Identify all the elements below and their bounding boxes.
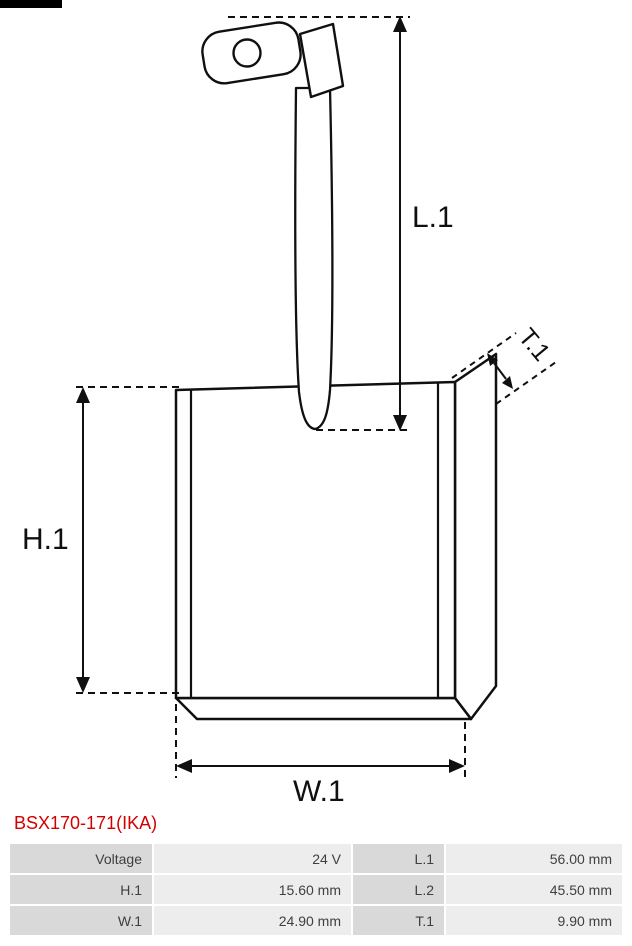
spec-value: 45.50 mm <box>446 875 622 904</box>
arrowhead-upleft <box>487 353 498 366</box>
technical-drawing: L.1 H.1 W.1 T.1 <box>22 16 557 808</box>
spec-row-voltage: Voltage 24 V L.1 56.00 mm <box>10 844 622 873</box>
arrowhead-left <box>176 759 192 773</box>
spec-value: 9.90 mm <box>446 906 622 935</box>
spec-label: L.2 <box>353 875 444 904</box>
spec-row-h1: H.1 15.60 mm L.2 45.50 mm <box>10 875 622 904</box>
spec-value: 24.90 mm <box>154 906 351 935</box>
spec-row-w1: W.1 24.90 mm T.1 9.90 mm <box>10 906 622 935</box>
brush-front-face <box>174 380 457 700</box>
spec-label: H.1 <box>10 875 152 904</box>
dim-thickness-ext-2 <box>495 361 557 405</box>
dim-label-length: L.1 <box>412 201 454 234</box>
brush-side-face <box>453 352 498 721</box>
brush-bottom-bevel <box>174 696 473 721</box>
cropped-logo-artifact <box>0 0 62 8</box>
lead-wire <box>294 86 334 431</box>
dim-thickness <box>451 332 557 405</box>
arrowhead-up <box>76 387 90 403</box>
dim-label-width: W.1 <box>293 775 345 808</box>
arrowhead-down <box>76 677 90 693</box>
spec-value: 56.00 mm <box>446 844 622 873</box>
terminal-crimp <box>298 22 345 99</box>
spec-value: 15.60 mm <box>154 875 351 904</box>
arrowhead-right <box>449 759 465 773</box>
spec-value: 24 V <box>154 844 351 873</box>
dim-length <box>228 16 412 431</box>
spec-label: W.1 <box>10 906 152 935</box>
dim-thickness-ext-1 <box>451 332 517 379</box>
dim-label-height: H.1 <box>22 523 69 556</box>
spec-label: Voltage <box>10 844 152 873</box>
ring-terminal <box>201 21 302 85</box>
arrowhead-downright <box>502 376 513 389</box>
brush-body <box>174 352 498 721</box>
spec-label: T.1 <box>353 906 444 935</box>
ring-terminal-hole <box>232 38 262 68</box>
dim-height <box>76 386 182 694</box>
arrowhead-down <box>393 415 407 431</box>
dim-thickness-line <box>493 362 507 380</box>
spec-label: L.1 <box>353 844 444 873</box>
part-number: BSX170-171(IKA) <box>14 813 158 833</box>
arrowhead-up <box>393 16 407 32</box>
spec-table: Voltage 24 V L.1 56.00 mm H.1 15.60 mm L… <box>8 842 624 937</box>
dim-label-thickness: T.1 <box>513 323 556 367</box>
dim-width <box>175 704 466 778</box>
